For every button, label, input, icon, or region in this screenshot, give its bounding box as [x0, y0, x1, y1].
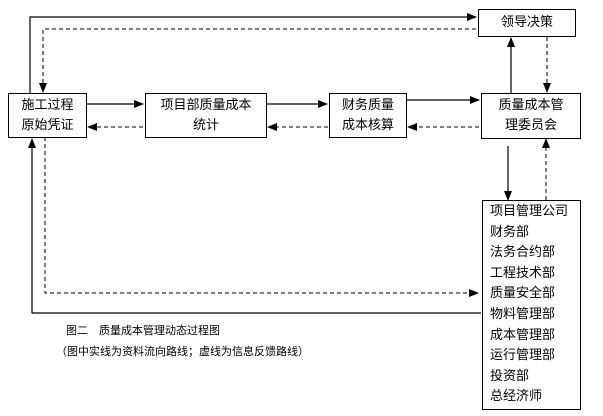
node-leadership-label: 领导决策 [500, 15, 553, 30]
department-item: 法务合约部 [490, 245, 556, 261]
node-committee-line2: 理委员会 [504, 118, 557, 133]
department-item: 项目管理公司 [490, 204, 569, 219]
edge-construction-to-departments [44, 137, 479, 297]
node-departments: 项目管理公司 财务部 法务合约部 工程技术部 质量安全部 物料管理部 成本管理部… [482, 200, 581, 410]
node-finance-line1: 财务质量 [341, 97, 394, 113]
node-committee-line1: 质量成本管 [498, 98, 564, 113]
diagram-caption-title: 图二 质量成本管理动态过程图 [66, 324, 220, 337]
node-leadership-decision: 领导决策 [478, 9, 576, 37]
department-item: 投资部 [490, 368, 530, 384]
department-item: 财务部 [490, 224, 530, 240]
node-construction-vouchers: 施工过程 原始凭证 [8, 93, 87, 138]
node-construction-line2: 原始凭证 [21, 117, 74, 133]
department-item: 工程技术部 [490, 265, 556, 281]
node-finance-quality-cost-accounting: 财务质量 成本核算 [329, 93, 407, 138]
node-finance-line2: 成本核算 [341, 117, 394, 133]
diagram-caption-note: （图中实线为资料流向路线；虚线为信息反馈路线） [56, 345, 309, 358]
node-project-stats-line1: 项目部质量成本 [160, 97, 252, 113]
edge-construction-to-leadership [29, 13, 477, 93]
node-project-quality-cost-stats: 项目部质量成本 统计 [145, 93, 267, 138]
department-item: 质量安全部 [490, 286, 556, 302]
node-construction-line1: 施工过程 [21, 97, 74, 113]
department-item: 总经济师 [490, 389, 543, 405]
edge-leadership-to-construction [39, 28, 476, 93]
edge-departments-to-construction [28, 138, 481, 314]
department-list: 项目管理公司 财务部 法务合约部 工程技术部 质量安全部 物料管理部 成本管理部… [490, 202, 568, 408]
department-item: 运行管理部 [490, 348, 556, 364]
node-project-stats-line2: 统计 [192, 117, 219, 133]
department-item: 成本管理部 [490, 327, 556, 343]
department-item: 物料管理部 [490, 306, 556, 322]
node-quality-cost-committee: 质量成本管 理委员会 [481, 93, 581, 139]
